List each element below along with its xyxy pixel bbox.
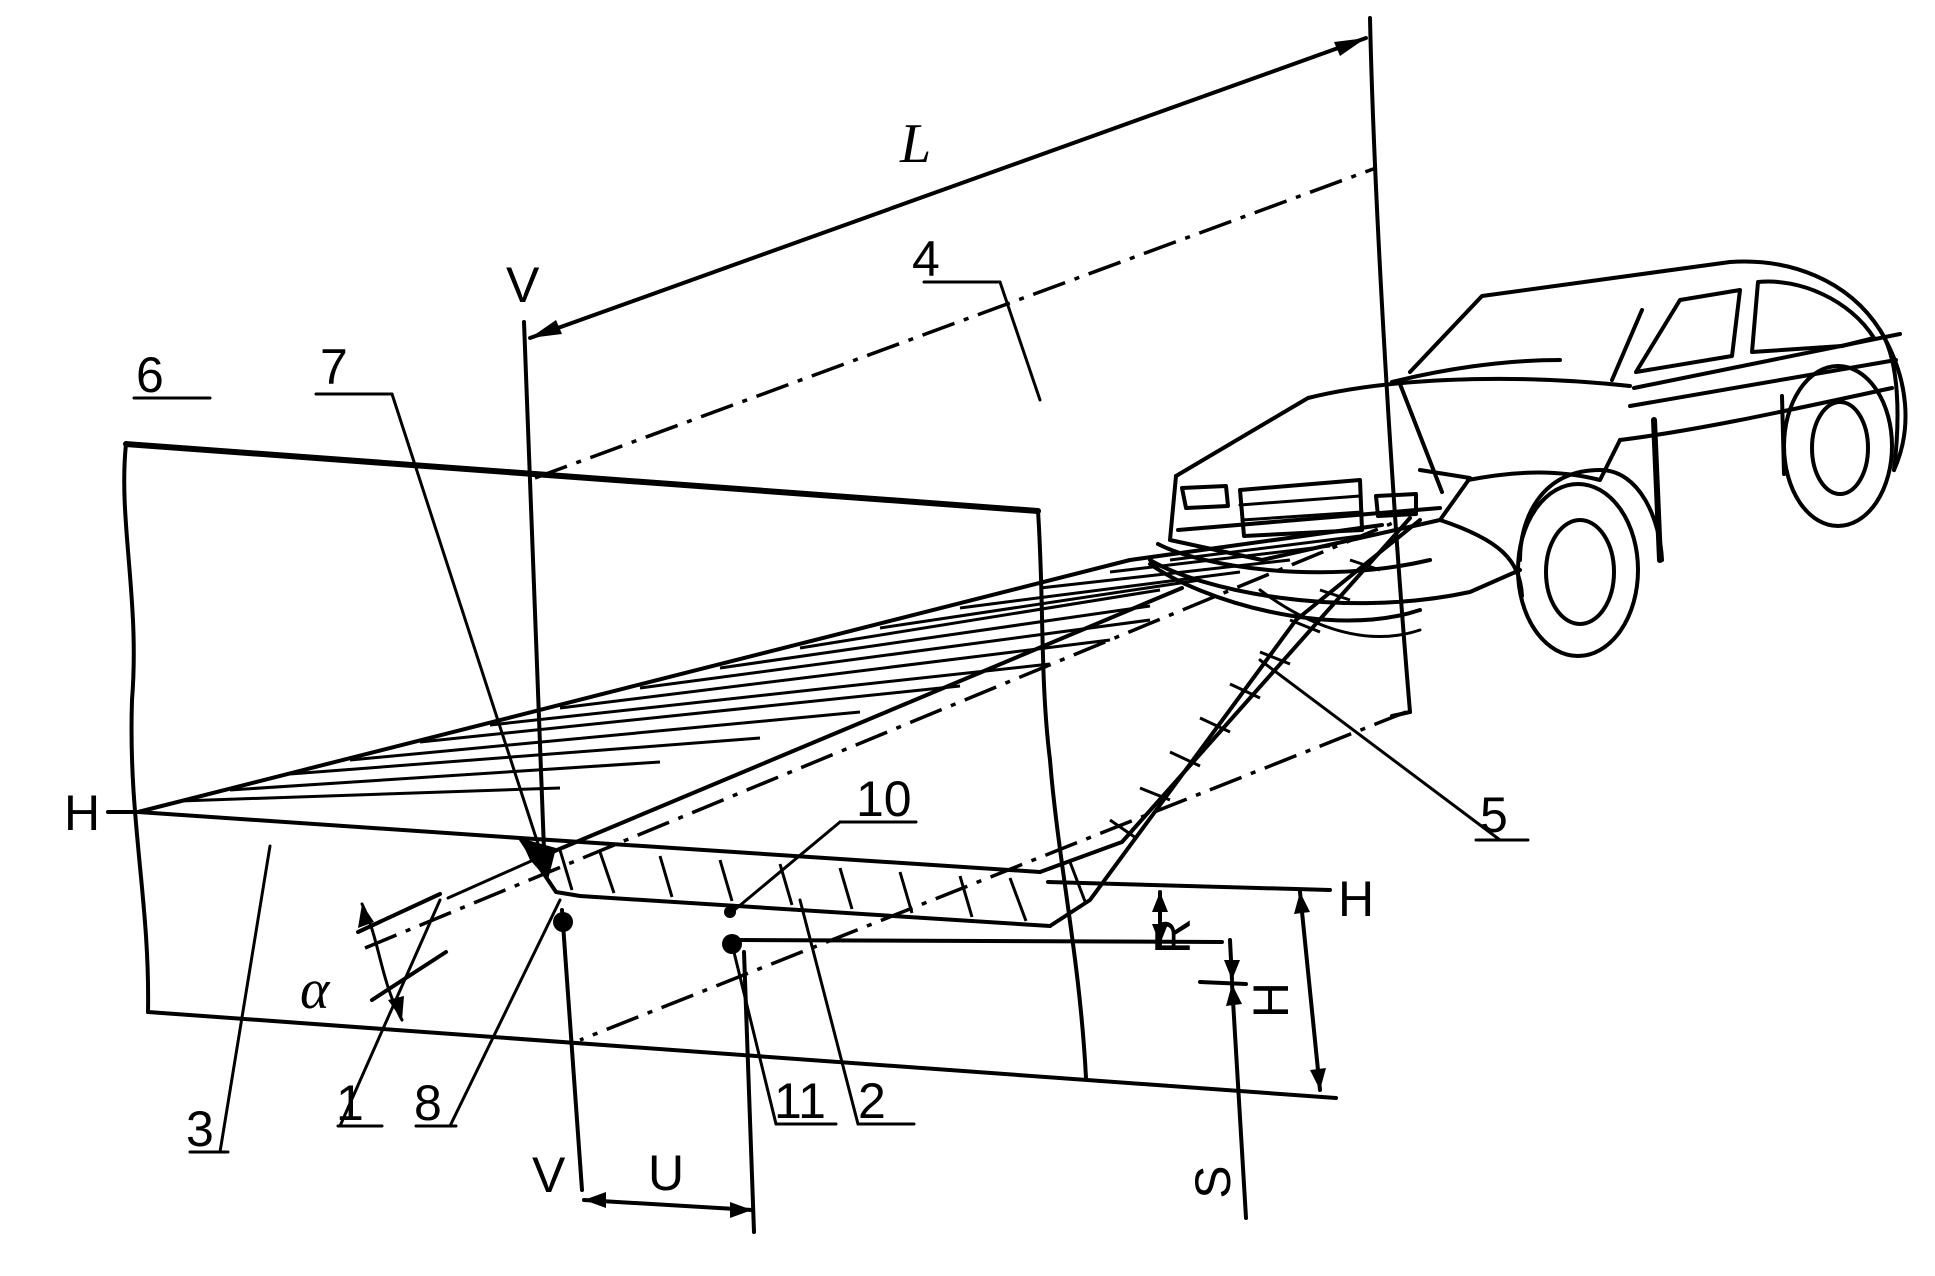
label-2: 2	[858, 1073, 886, 1129]
label-8: 8	[414, 1075, 442, 1131]
dimension-R	[1152, 890, 1168, 946]
text-labels: 6 7 4 V L H H 10 5 α 3 1 8 11 2 V U R H …	[64, 113, 1508, 1203]
label-3: 3	[186, 1101, 214, 1157]
angle-alpha	[356, 892, 448, 1022]
label-H-dim: H	[1243, 982, 1299, 1018]
horizontal-line-H	[106, 810, 1332, 892]
label-L: L	[899, 113, 931, 175]
label-11: 11	[774, 1073, 826, 1129]
label-V-top: V	[506, 257, 540, 313]
vertical-axis-V	[522, 320, 584, 1192]
label-5: 5	[1480, 787, 1508, 843]
leader-lines	[132, 280, 1530, 1154]
label-10: 10	[856, 771, 912, 827]
label-6: 6	[136, 347, 164, 403]
label-4: 4	[912, 231, 940, 287]
point-8	[553, 912, 573, 932]
label-S: S	[1185, 1165, 1241, 1198]
label-H-left: H	[64, 785, 100, 841]
label-R: R	[1145, 918, 1201, 954]
points	[553, 906, 742, 954]
light-beam-pattern	[136, 516, 1422, 928]
dimension-H	[1198, 890, 1326, 1092]
label-1: 1	[336, 1075, 364, 1131]
label-V-bottom: V	[532, 1147, 566, 1203]
car-illustration	[1148, 259, 1908, 658]
label-7: 7	[320, 339, 348, 395]
dimension-L	[528, 36, 1368, 340]
label-U: U	[648, 1145, 684, 1201]
dimension-S	[1226, 982, 1248, 1220]
point-10	[724, 906, 736, 918]
construction-lines	[364, 518, 1401, 950]
label-H-right: H	[1338, 871, 1374, 927]
label-alpha: α	[300, 959, 331, 1021]
